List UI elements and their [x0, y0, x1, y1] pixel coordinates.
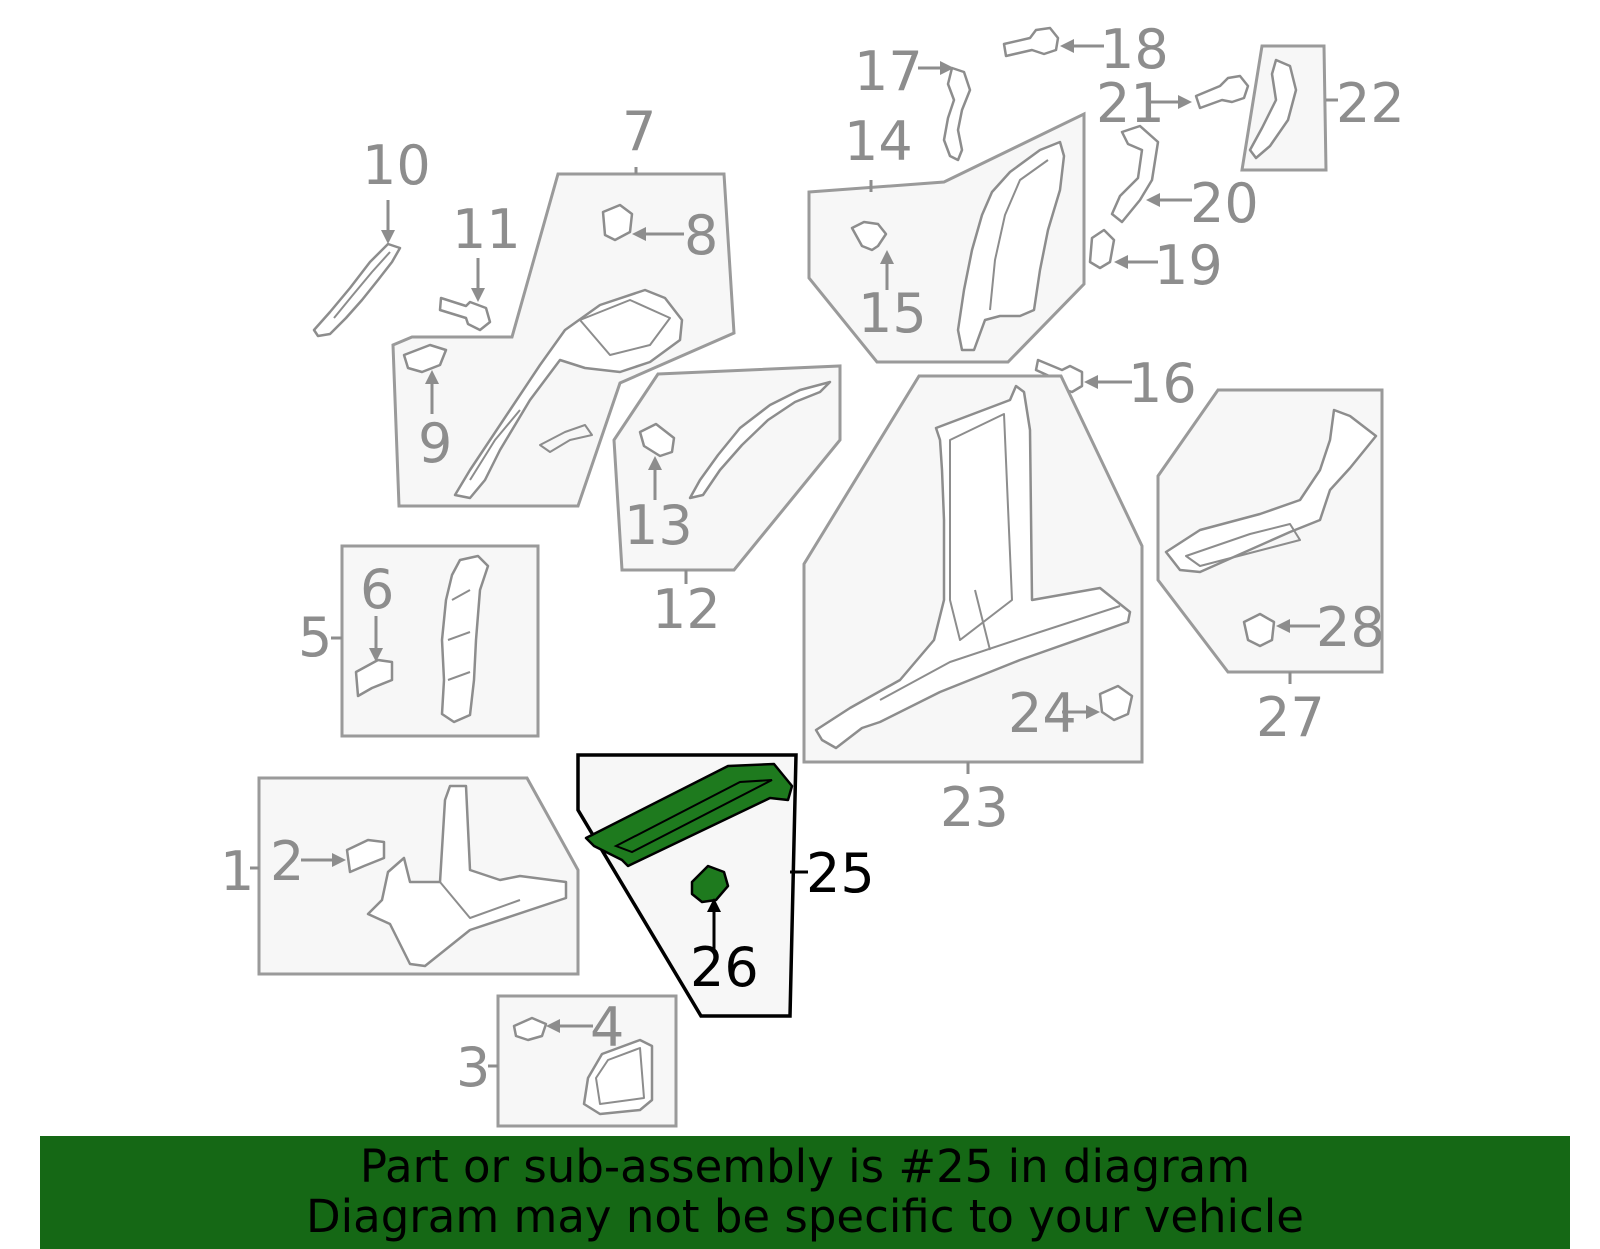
sill-plate-25[interactable]: [584, 762, 794, 868]
part-18[interactable]: [1002, 26, 1104, 58]
callout-7[interactable]: 7: [622, 100, 656, 163]
clip-6[interactable]: [354, 658, 394, 698]
callout-14[interactable]: 14: [844, 110, 913, 173]
group-14[interactable]: [807, 111, 1086, 364]
callout-26[interactable]: 26: [690, 936, 759, 999]
group-1-box: [257, 776, 580, 976]
part-17[interactable]: [918, 61, 972, 162]
bracket-20[interactable]: [1110, 124, 1160, 224]
clip-19[interactable]: [1088, 228, 1116, 270]
clip-9[interactable]: [402, 343, 448, 374]
group-12[interactable]: [612, 364, 842, 584]
group-3[interactable]: [488, 994, 678, 1128]
callout-21[interactable]: 21: [1096, 72, 1165, 135]
callout-17[interactable]: 17: [854, 40, 923, 103]
callout-22[interactable]: 22: [1336, 72, 1405, 135]
pillar-trim-14[interactable]: [956, 140, 1066, 352]
callout-24[interactable]: 24: [1008, 682, 1077, 745]
scuff-plate-27[interactable]: [1164, 408, 1378, 574]
group-27[interactable]: [1156, 388, 1384, 684]
bolt-21[interactable]: [1194, 74, 1250, 110]
callout-10[interactable]: 10: [362, 134, 431, 197]
callout-2[interactable]: 2: [270, 830, 304, 893]
callout-8[interactable]: 8: [684, 204, 718, 267]
trim-22[interactable]: [1248, 58, 1298, 160]
part-10[interactable]: [312, 200, 402, 338]
bracket-2[interactable]: [345, 838, 386, 874]
info-banner: Part or sub-assembly is #25 in diagram D…: [40, 1136, 1570, 1249]
group-5[interactable]: [331, 544, 540, 738]
callout-28[interactable]: 28: [1316, 596, 1385, 659]
clip-24[interactable]: [1098, 684, 1134, 722]
callout-13[interactable]: 13: [624, 494, 693, 557]
pillar-trim-23[interactable]: [814, 384, 1132, 750]
group-12-box: [612, 364, 842, 572]
clip-4[interactable]: [512, 1016, 548, 1042]
callout-11[interactable]: 11: [452, 198, 521, 261]
part-21[interactable]: [1150, 74, 1250, 110]
callout-5[interactable]: 5: [298, 606, 332, 669]
pillar-trim-7[interactable]: [453, 288, 684, 500]
clip-8[interactable]: [601, 203, 634, 242]
banner-line-part: Part or sub-assembly is #25 in diagram: [359, 1140, 1251, 1193]
kick-panel-1[interactable]: [366, 784, 568, 968]
bracket-5[interactable]: [440, 554, 490, 724]
part-11[interactable]: [438, 258, 492, 332]
garnish-12[interactable]: [688, 380, 832, 500]
group-7[interactable]: [391, 167, 736, 508]
callout-9[interactable]: 9: [418, 412, 452, 475]
group-1[interactable]: [250, 776, 580, 976]
clip-28[interactable]: [1242, 612, 1276, 648]
callout-4[interactable]: 4: [590, 996, 624, 1059]
cover-3[interactable]: [582, 1038, 654, 1116]
bolt-11[interactable]: [438, 296, 492, 332]
group-25[interactable]: [576, 753, 808, 1018]
clip-13[interactable]: [638, 422, 676, 458]
callout-1[interactable]: 1: [220, 840, 254, 903]
clip-26[interactable]: [690, 864, 730, 904]
group-23[interactable]: [802, 374, 1144, 774]
group-22[interactable]: [1240, 44, 1338, 172]
callout-16[interactable]: 16: [1128, 352, 1197, 415]
callout-20[interactable]: 20: [1190, 172, 1259, 235]
callout-15[interactable]: 15: [858, 282, 927, 345]
callout-23[interactable]: 23: [940, 776, 1009, 839]
callout-19[interactable]: 19: [1154, 234, 1223, 297]
clip-15[interactable]: [850, 220, 888, 252]
part-19[interactable]: [1088, 228, 1158, 270]
callout-25[interactable]: 25: [806, 842, 875, 905]
callout-27[interactable]: 27: [1256, 686, 1325, 749]
callout-18[interactable]: 18: [1100, 18, 1169, 81]
callout-6[interactable]: 6: [360, 558, 394, 621]
part-20[interactable]: [1110, 124, 1192, 224]
bolt-18[interactable]: [1002, 26, 1060, 58]
callout-3[interactable]: 3: [456, 1036, 490, 1099]
callout-12[interactable]: 12: [652, 578, 721, 641]
bracket-17[interactable]: [942, 66, 972, 162]
banner-line-disclaimer: Diagram may not be specific to your vehi…: [306, 1190, 1304, 1243]
